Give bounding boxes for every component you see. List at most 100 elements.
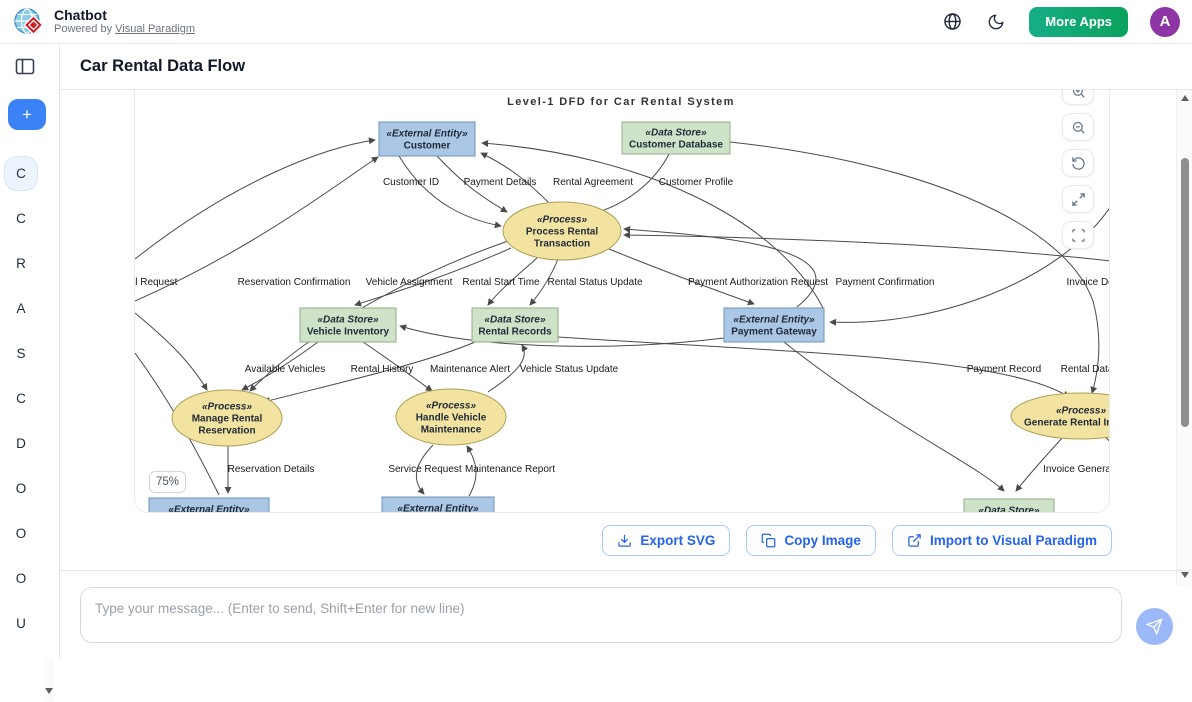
visual-paradigm-link[interactable]: Visual Paradigm: [115, 23, 196, 35]
send-button[interactable]: [1136, 608, 1173, 645]
powered-by-prefix: Powered by: [54, 23, 116, 35]
conversation-item[interactable]: O: [1, 556, 41, 601]
fit-screen-button[interactable]: [1062, 185, 1094, 213]
node-external-entity-bottom-left: [148, 497, 270, 512]
node-label: «External Entity»: [386, 129, 468, 140]
message-input[interactable]: [80, 587, 1122, 643]
conversation-item[interactable]: S: [1, 331, 41, 376]
conversation-initial: A: [16, 301, 26, 316]
new-chat-button[interactable]: +: [8, 99, 46, 130]
data-flow-edge: [241, 341, 319, 391]
chat-divider: [60, 570, 1192, 571]
data-flow-edge: [135, 312, 208, 391]
visual-paradigm-logo: [12, 5, 46, 39]
data-flow-edge: [487, 344, 529, 393]
page-scrollbar-thumb[interactable]: [1180, 158, 1189, 427]
node-rental-records: [471, 307, 559, 343]
conversation-item[interactable]: U: [1, 601, 41, 646]
edge-label: Service Request: [388, 464, 462, 475]
conversation-initial: C: [16, 211, 26, 226]
titlebar: Car Rental Data Flow: [60, 44, 1192, 90]
node-label: «Process»: [1056, 406, 1106, 417]
conversation-initial: O: [15, 481, 27, 496]
data-flow-edge: [529, 258, 559, 306]
edge-label: Vehicle Status Update: [520, 364, 619, 375]
node-label: «Data Store»: [484, 315, 546, 326]
edge-label: Payment Record: [967, 364, 1041, 375]
more-apps-button[interactable]: More Apps: [1029, 6, 1128, 37]
edge-label: Maintenance Alert: [430, 364, 510, 375]
panel-icon: [15, 58, 35, 75]
edge-label: Invoice Generated: [1043, 464, 1110, 475]
avatar[interactable]: A: [1150, 6, 1180, 37]
export-svg-button[interactable]: Export SVG: [602, 525, 731, 556]
conversation-item[interactable]: C: [1, 196, 41, 241]
conversation-initial: R: [16, 256, 26, 271]
conversation-initial: S: [16, 346, 26, 361]
conversation-item[interactable]: A: [1, 286, 41, 331]
conversation-item[interactable]: O: [1, 511, 41, 556]
powered-by: Powered by Visual Paradigm: [54, 23, 195, 36]
app-header: Chatbot Powered by Visual Paradigm More …: [0, 0, 1192, 44]
chat-message-area: «External Entity»Customer«Data Store»Cus…: [60, 90, 1176, 570]
app-title: Chatbot: [54, 7, 107, 23]
data-flow-edge: [415, 444, 434, 495]
node-data-store-bottom-right: [963, 498, 1055, 512]
conversation-initial: O: [15, 571, 27, 586]
external-link-icon: [908, 534, 921, 547]
node-label: «Process»: [202, 402, 252, 413]
data-flow-edge: [135, 137, 376, 260]
conversation-item[interactable]: C: [1, 151, 41, 196]
data-flow-edge: [480, 152, 549, 203]
data-flow-edge: [557, 336, 1070, 398]
page-scrollbar[interactable]: [1176, 90, 1192, 586]
dfd-diagram[interactable]: «External Entity»Customer«Data Store»Cus…: [135, 91, 1110, 513]
edge-label: Vehicle Assignment: [366, 277, 453, 288]
edge-label: Reservation Confirmation: [238, 277, 351, 288]
node-label: Manage Rental: [192, 414, 263, 425]
scroll-down-icon[interactable]: [45, 688, 53, 694]
node-vehicle-inventory: [299, 307, 397, 343]
conversation-initial: U: [16, 616, 26, 631]
import-to-visual-paradigm-button[interactable]: Import to Visual Paradigm: [891, 525, 1112, 556]
node-label: «Data Store»: [645, 128, 707, 139]
expand-icon: [1071, 192, 1085, 206]
conversation-item[interactable]: R: [1, 241, 41, 286]
dark-mode-button[interactable]: [985, 11, 1007, 33]
conversation-initial: C: [16, 391, 26, 406]
copy-image-button[interactable]: Copy Image: [746, 525, 876, 556]
data-flow-edge: [135, 156, 379, 302]
data-flow-edge: [623, 225, 817, 308]
zoom-out-button[interactable]: [1062, 113, 1094, 141]
reset-view-button[interactable]: [1062, 149, 1094, 177]
data-flow-edge: [466, 445, 477, 497]
zoom-out-icon: [1072, 121, 1085, 134]
conversation-initial: C: [4, 156, 38, 191]
edge-label: Customer Profile: [659, 177, 734, 188]
diagram-card: «External Entity»Customer«Data Store»Cus…: [134, 90, 1110, 513]
node-label: Customer Database: [629, 140, 723, 151]
edge-label: Customer ID: [383, 177, 439, 188]
fullscreen-button[interactable]: [1062, 221, 1094, 249]
sidebar-toggle-button[interactable]: [14, 58, 36, 78]
node-label: «Data Store»: [978, 506, 1040, 514]
edge-label: Payment Details: [464, 177, 537, 188]
conversation-item[interactable]: O: [1, 466, 41, 511]
conversation-item[interactable]: C: [1, 376, 41, 421]
import-label: Import to Visual Paradigm: [929, 533, 1097, 548]
data-flow-edge: [729, 141, 1100, 394]
language-globe-button[interactable]: [941, 11, 963, 33]
data-flow-edge: [608, 248, 755, 306]
conversation-item[interactable]: D: [1, 421, 41, 466]
conversation-initial: D: [16, 436, 26, 451]
scroll-down-icon[interactable]: [1180, 572, 1189, 578]
data-flow-edge: [623, 231, 1109, 262]
edge-label: Rental History: [351, 364, 414, 375]
node-label: «External Entity»: [168, 505, 250, 514]
zoom-in-icon: [1072, 90, 1085, 98]
edge-label: Rental Agreement: [553, 177, 633, 188]
scroll-up-icon[interactable]: [1180, 95, 1189, 101]
zoom-in-button[interactable]: [1062, 90, 1094, 105]
